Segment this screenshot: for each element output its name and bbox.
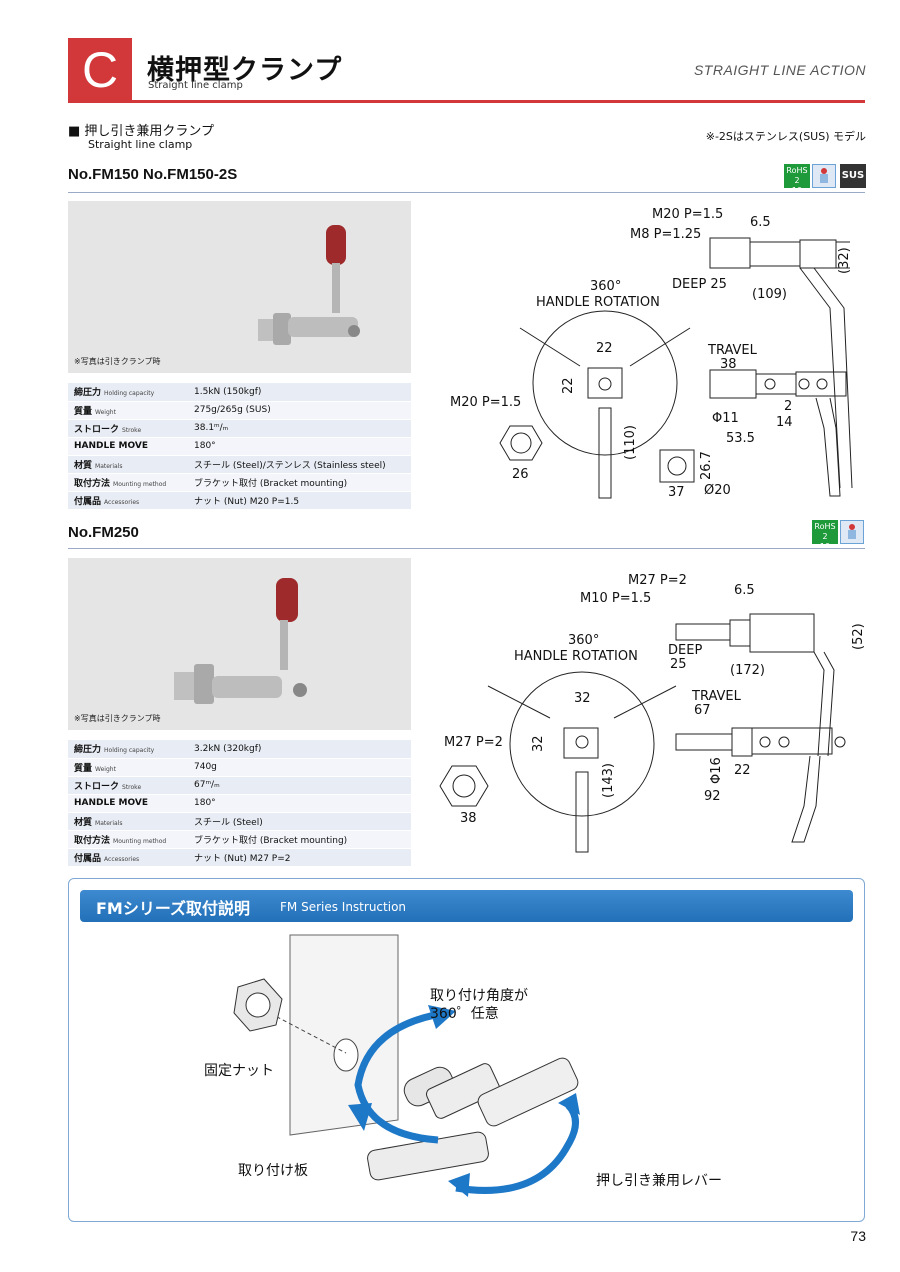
lever-label: 押し引き兼用レバー — [596, 1173, 722, 1189]
mounting-plate-label: 取り付け板 — [238, 1163, 308, 1179]
header-divider — [68, 100, 865, 103]
svg-text:M8 P=1.25: M8 P=1.25 — [630, 227, 701, 242]
photo-note: ※写真は引きクランプ時 — [74, 714, 161, 723]
svg-text:DEEP: DEEP — [668, 643, 702, 658]
angle-note-line2: 360゜任意 — [430, 1006, 499, 1022]
svg-text:DEEP 25: DEEP 25 — [672, 277, 727, 292]
instruction-panel — [68, 878, 865, 1222]
instruction-header: FMシリーズ取付説明 FM Series Instruction — [80, 890, 853, 922]
svg-text:360°: 360° — [590, 279, 621, 294]
instruction-title-en: FM Series Instruction — [280, 900, 407, 914]
clamp-photo-illustration — [258, 225, 360, 345]
svg-text:Ø20: Ø20 — [704, 483, 731, 498]
svg-text:92: 92 — [704, 789, 721, 804]
svg-text:22: 22 — [734, 763, 751, 778]
svg-text:22: 22 — [596, 341, 613, 356]
svg-text:22: 22 — [561, 377, 576, 394]
sus-note: ※-2Sはステンレス(SUS) モデル — [705, 130, 866, 143]
angle-note-line1: 取り付け角度が — [430, 988, 528, 1004]
svg-text:67: 67 — [694, 703, 711, 718]
drawing-fm150: M20 P=1.5 M8 P=1.25 6.5 (32) DEEP 25 (10… — [450, 207, 853, 500]
photo-note: ※写真は引きクランプ時 — [74, 357, 161, 366]
drawing-fm250: M27 P=2 M10 P=1.5 6.5 (52) DEEP 25 (172)… — [439, 573, 866, 853]
svg-text:HANDLE ROTATION: HANDLE ROTATION — [514, 649, 638, 664]
svg-text:38: 38 — [460, 811, 477, 826]
svg-text:HANDLE ROTATION: HANDLE ROTATION — [536, 295, 660, 310]
section-letter-box: C — [68, 38, 132, 102]
svg-text:M20 P=1.5: M20 P=1.5 — [450, 395, 521, 410]
svg-text:2: 2 — [784, 399, 792, 414]
product-photo-fm250: ※写真は引きクランプ時 — [68, 558, 411, 730]
instruction-illustration — [233, 934, 580, 1197]
svg-text:37: 37 — [668, 485, 685, 500]
section-rule — [68, 192, 865, 193]
svg-text:M10 P=1.5: M10 P=1.5 — [580, 591, 651, 606]
svg-text:6.5: 6.5 — [734, 583, 755, 598]
svg-text:M27 P=2: M27 P=2 — [444, 735, 503, 750]
svg-text:M27 P=2: M27 P=2 — [628, 573, 687, 588]
sus-badge: SUS — [840, 164, 866, 188]
svg-text:26: 26 — [512, 467, 529, 482]
svg-text:(32): (32) — [837, 247, 852, 274]
svg-text:(109): (109) — [752, 287, 787, 302]
category-title: ■ 押し引き兼用クランプ — [68, 124, 215, 139]
page-subtitle: Straight line clamp — [148, 80, 243, 91]
page-title: 横押型クランプ — [147, 55, 343, 86]
svg-text:25: 25 — [670, 657, 687, 672]
svg-text:Φ11: Φ11 — [712, 411, 739, 426]
section-rule — [68, 548, 865, 549]
page-number: 73 — [850, 1228, 866, 1244]
svg-text:M20 P=1.5: M20 P=1.5 — [652, 207, 723, 222]
model-title-fm150: No.FM150 No.FM150-2S — [68, 166, 238, 183]
instruction-title: FMシリーズ取付説明 — [96, 899, 251, 918]
recycle-icon — [840, 520, 864, 544]
category-subtitle: Straight line clamp — [88, 138, 193, 151]
svg-text:6.5: 6.5 — [750, 215, 771, 230]
svg-text:Φ16: Φ16 — [709, 757, 724, 784]
recycle-icon — [812, 164, 836, 188]
category-label: STRAIGHT LINE ACTION — [693, 62, 866, 78]
svg-text:53.5: 53.5 — [726, 431, 755, 446]
model-title-fm250: No.FM250 — [68, 524, 139, 541]
svg-text:TRAVEL: TRAVEL — [707, 343, 758, 358]
fixing-nut-label: 固定ナット — [204, 1063, 274, 1079]
svg-text:(172): (172) — [730, 663, 765, 678]
svg-text:32: 32 — [531, 735, 546, 752]
svg-text:(143): (143) — [601, 763, 616, 798]
svg-text:38: 38 — [720, 357, 737, 372]
svg-text:32: 32 — [574, 691, 591, 706]
svg-text:(110): (110) — [623, 425, 638, 460]
svg-text:TRAVEL: TRAVEL — [691, 689, 742, 704]
svg-text:26.7: 26.7 — [699, 451, 714, 480]
product-photo-fm150: ※写真は引きクランプ時 — [68, 201, 411, 373]
clamp-photo-illustration — [174, 578, 307, 704]
svg-text:14: 14 — [776, 415, 793, 430]
svg-text:360°: 360° — [568, 633, 599, 648]
svg-text:(52): (52) — [851, 623, 866, 650]
